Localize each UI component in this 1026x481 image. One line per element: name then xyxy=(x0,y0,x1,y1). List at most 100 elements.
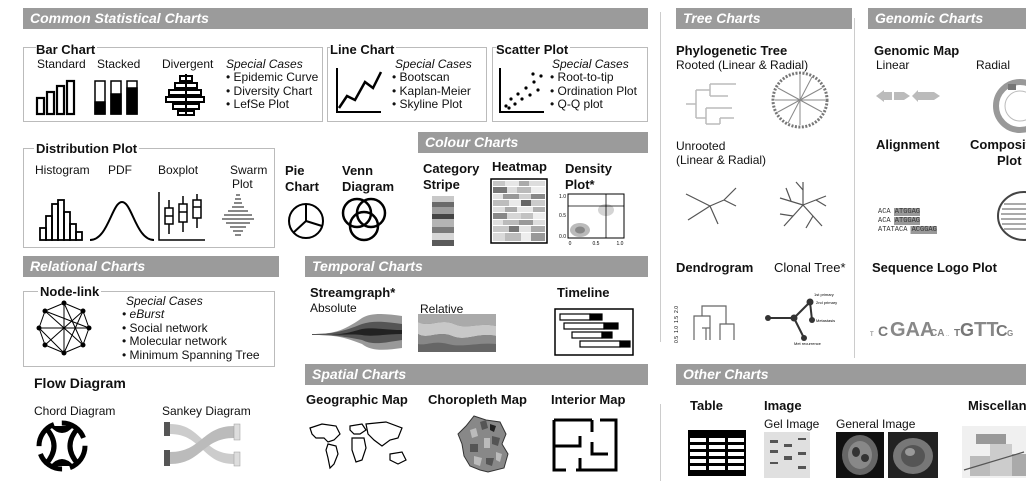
header-temporal-charts: Temporal Charts xyxy=(305,256,648,277)
composite-plot-title-2: Plot xyxy=(997,153,1022,168)
genomic-map-title: Genomic Map xyxy=(874,43,960,58)
svg-text:GAA: GAA xyxy=(890,319,934,341)
node-link-icon xyxy=(36,300,92,356)
sankey-diagram-icon xyxy=(164,422,241,467)
unrooted-label-2: (Linear & Radial) xyxy=(676,153,767,167)
chord-diagram-label: Chord Diagram xyxy=(34,404,116,418)
header-genomic-charts: Genomic Charts xyxy=(868,8,1026,29)
unrooted-label-1: Unrooted xyxy=(676,139,726,153)
line-special-list: Bootscan Kaplan-Meier Skyline Plot xyxy=(392,70,471,112)
rooted-label: Rooted (Linear & Radial) xyxy=(676,58,809,72)
table-title: Table xyxy=(690,398,723,413)
bar-divergent-label: Divergent xyxy=(162,57,214,71)
heatmap-label: Heatmap xyxy=(492,159,547,174)
streamgraph-title: Streamgraph* xyxy=(310,285,396,300)
venn-diagram-label-1: Venn xyxy=(342,163,374,178)
svg-text:TT: TT xyxy=(974,319,998,341)
linear-genomic-map-icon xyxy=(876,90,940,102)
genomic-radial-label: Radial xyxy=(976,58,1011,72)
header-common-statistical-charts: Common Statistical Charts xyxy=(23,8,648,29)
general-image-icon-1 xyxy=(836,432,884,478)
header-spatial-charts: Spatial Charts xyxy=(305,364,648,385)
image-title: Image xyxy=(764,398,802,413)
pie-chart-label-1: Pie xyxy=(285,163,305,178)
dendrogram-tick: 1.5 xyxy=(674,316,680,323)
line-chart-box xyxy=(327,47,487,122)
list-item: Bootscan xyxy=(392,70,471,85)
pie-chart-label-2: Chart xyxy=(285,179,319,194)
svg-text:C: C xyxy=(996,323,1008,340)
pdf-icon xyxy=(89,200,155,241)
density-x-tick: 0 xyxy=(569,241,572,247)
list-item: Molecular network xyxy=(122,334,260,349)
clonal-tree-icon: 1st primary 2nd primary Metastasis Met r… xyxy=(765,292,837,346)
density-y-tick: 1.0 xyxy=(559,194,566,200)
clonal-node-label: Met recurrence xyxy=(794,341,822,346)
flow-diagram-title: Flow Diagram xyxy=(34,375,126,391)
bar-special-list: Epidemic Curve Diversity Chart LefSe Plo… xyxy=(226,70,319,112)
timeline-icon xyxy=(554,308,634,356)
svg-text:G: G xyxy=(1007,329,1013,338)
alignment-row: ACA ATGGAG xyxy=(878,217,921,225)
density-x-tick: 0.5 xyxy=(593,241,600,247)
distribution-plot-box xyxy=(23,148,275,248)
svg-text:CA: CA xyxy=(930,328,944,339)
scatter-plot-title: Scatter Plot xyxy=(496,42,571,57)
unrooted-radial-tree-icon xyxy=(779,181,827,229)
list-item: LefSe Plot xyxy=(226,97,318,112)
header-tree-charts: Tree Charts xyxy=(676,8,852,29)
header-colour-charts: Colour Charts xyxy=(418,132,648,153)
clonal-node-label: 2nd primary xyxy=(816,300,837,305)
divider xyxy=(660,404,661,481)
line-special-cases: Special Cases xyxy=(395,57,472,71)
swarm-label-1: Swarm xyxy=(230,163,268,177)
sankey-diagram-label: Sankey Diagram xyxy=(162,404,251,418)
timeline-title: Timeline xyxy=(557,285,610,300)
boxplot-icon xyxy=(158,192,205,241)
dendrogram-title: Dendrogram xyxy=(676,260,754,275)
pie-chart-icon xyxy=(288,203,324,239)
clonal-tree-title: Clonal Tree* xyxy=(774,260,846,275)
stacked-bar-icon xyxy=(94,80,138,115)
divergent-bar-icon xyxy=(165,74,205,116)
list-item: Skyline Plot xyxy=(392,97,471,112)
miscellany-title: Miscellany xyxy=(968,398,1026,413)
clonal-node-label: 1st primary xyxy=(814,292,834,297)
absolute-streamgraph-icon xyxy=(312,314,402,350)
bar-chart-title: Bar Chart xyxy=(36,42,98,57)
density-plot-icon: 1.0 0.5 0.0 0 0.5 1.0 xyxy=(559,193,625,247)
alignment-row: ACA ATGGAG xyxy=(878,208,921,216)
svg-text:C: C xyxy=(878,323,888,339)
distribution-plot-title: Distribution Plot xyxy=(34,141,140,156)
list-item: Q-Q plot xyxy=(550,97,637,112)
svg-text:..: .. xyxy=(946,332,950,338)
bar-chart-box xyxy=(23,47,323,122)
divider xyxy=(660,12,661,342)
scatter-special-list: Root-to-tip Ordination Plot Q-Q plot xyxy=(550,70,637,112)
boxplot-label: Boxplot xyxy=(158,163,199,177)
interior-map-icon xyxy=(552,418,618,472)
node-link-title: Node-link xyxy=(38,284,102,299)
genomic-linear-label: Linear xyxy=(876,58,910,72)
category-stripe-label-2: Stripe xyxy=(423,177,460,192)
swarm-plot-icon xyxy=(222,194,254,236)
list-item: Epidemic Curve xyxy=(226,70,319,85)
scatter-special-cases: Special Cases xyxy=(552,57,629,71)
radial-genomic-map-icon xyxy=(993,79,1026,133)
node-link-box xyxy=(23,291,275,367)
svg-text:G: G xyxy=(960,320,974,340)
sequence-logo-title: Sequence Logo Plot xyxy=(872,260,997,275)
rooted-linear-tree-icon xyxy=(686,83,736,125)
venn-diagram-label-2: Diagram xyxy=(342,179,395,194)
sequence-logo-icon: T C GAA CA .. T G TT C G xyxy=(870,319,1013,341)
gel-image-label: Gel Image xyxy=(764,417,820,431)
list-item: Ordination Plot xyxy=(550,84,637,99)
line-chart-title: Line Chart xyxy=(330,42,397,57)
alignment-row: ATATACA ACGGAG xyxy=(878,226,937,234)
miscellany-icon xyxy=(962,426,1026,478)
line-chart-icon xyxy=(336,68,383,113)
histogram-label: Histogram xyxy=(35,163,90,177)
dendrogram-tick: 2.0 xyxy=(674,306,680,313)
venn-diagram-icon xyxy=(341,197,387,242)
svg-text:T: T xyxy=(870,332,874,338)
